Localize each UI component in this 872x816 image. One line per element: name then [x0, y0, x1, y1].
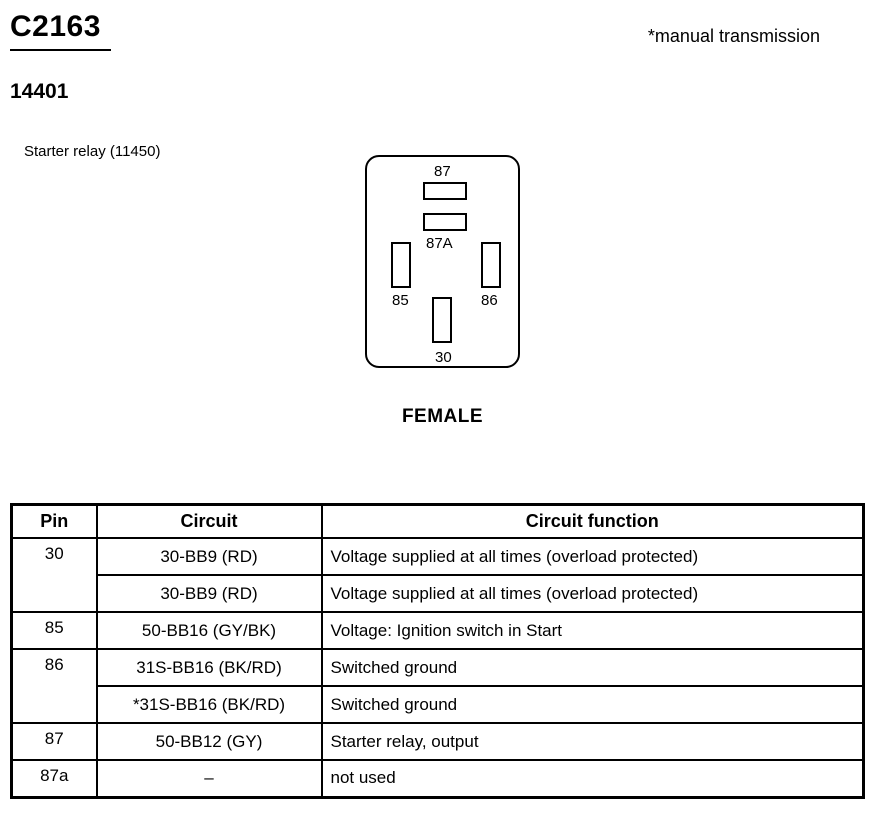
pin-86-label: 86 — [481, 292, 498, 309]
connector-diagram: 87 87A 85 86 30 — [365, 155, 520, 368]
pin-cell: 87 — [10, 722, 98, 761]
circuit-cell: *31S-BB16 (BK/RD) — [95, 685, 323, 724]
connector-gender-caption: FEMALE — [401, 406, 484, 427]
circuit-cell: 31S-BB16 (BK/RD) — [95, 648, 323, 687]
transmission-note: *manual transmission — [647, 26, 820, 46]
connector-id-heading: C2163 — [10, 10, 111, 51]
table-row: 30-BB9 (RD) Voltage supplied at all time… — [12, 574, 865, 613]
pin-87a-slot — [423, 213, 467, 231]
pin-cell: 85 — [10, 611, 98, 650]
circuit-cell: – — [95, 759, 323, 798]
table-row: 87 50-BB12 (GY) Starter relay, output — [10, 722, 865, 761]
pin-cell: 30 — [10, 537, 98, 613]
pin-87a-label: 87A — [426, 235, 453, 252]
table-row: *31S-BB16 (BK/RD) Switched ground — [12, 685, 865, 724]
table-header-row: Pin Circuit Circuit function — [10, 503, 865, 539]
function-cell: Switched ground — [320, 685, 865, 724]
function-cell: Voltage supplied at all times (overload … — [320, 537, 865, 576]
pin-85-slot — [391, 242, 411, 288]
part-number: 14401 — [10, 80, 69, 103]
function-cell: Voltage: Ignition switch in Start — [320, 611, 865, 650]
table-row: 87a – not used — [10, 759, 865, 798]
circuit-cell: 50-BB12 (GY) — [95, 722, 323, 761]
column-header-circuit-function: Circuit function — [320, 503, 865, 539]
pin-cell: 86 — [10, 648, 98, 724]
pin-87-label: 87 — [434, 163, 451, 180]
function-cell: Switched ground — [320, 648, 865, 687]
column-header-circuit: Circuit — [95, 503, 323, 539]
component-label: Starter relay (11450) — [24, 143, 161, 160]
circuit-cell: 30-BB9 (RD) — [95, 574, 323, 613]
table-row: 30 30-BB9 (RD) Voltage supplied at all t… — [10, 537, 865, 613]
pin-86-slot — [481, 242, 501, 288]
pin-85-label: 85 — [392, 292, 409, 309]
table-row: 86 31S-BB16 (BK/RD) Switched ground — [10, 648, 865, 724]
column-header-pin: Pin — [10, 503, 98, 539]
circuit-cell: 30-BB9 (RD) — [95, 537, 323, 576]
pin-30-slot — [432, 297, 452, 343]
pinout-table: Pin Circuit Circuit function 30 30-BB9 (… — [10, 503, 865, 799]
table-row: 85 50-BB16 (GY/BK) Voltage: Ignition swi… — [10, 611, 865, 650]
function-cell: Voltage supplied at all times (overload … — [320, 574, 865, 613]
function-cell: Starter relay, output — [320, 722, 865, 761]
pin-87-slot — [423, 182, 467, 200]
pin-30-label: 30 — [435, 349, 452, 366]
pin-cell: 87a — [10, 759, 98, 798]
circuit-cell: 50-BB16 (GY/BK) — [95, 611, 323, 650]
function-cell: not used — [320, 759, 865, 798]
